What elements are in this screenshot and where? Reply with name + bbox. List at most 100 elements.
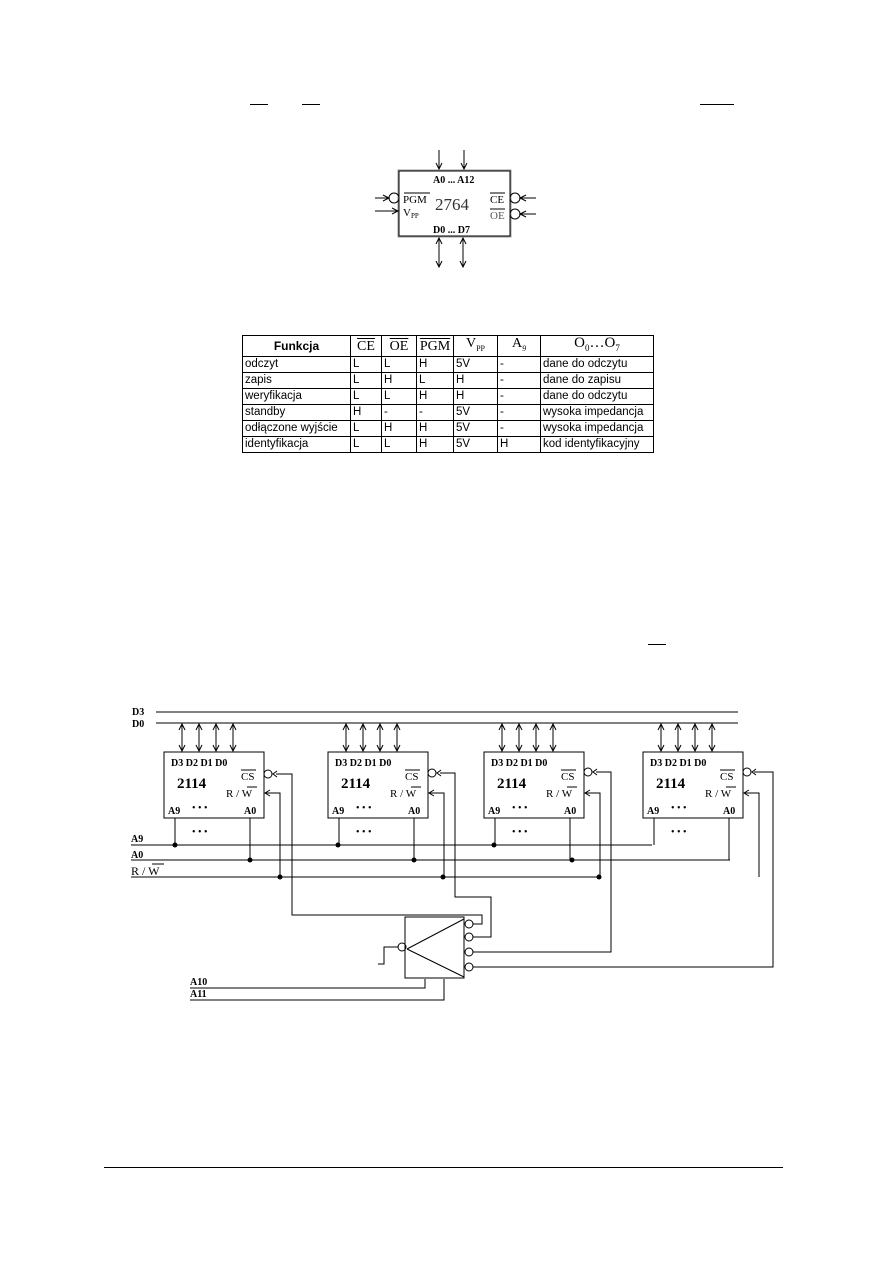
arrow-icon [691,722,699,731]
arrow-icon [229,744,237,753]
arrow-icon [376,722,384,731]
rw-w: W [721,788,732,800]
arrow-icon [751,768,757,776]
arrow-icon [342,744,350,753]
bus-label-a0: A0 [131,850,143,861]
chip-rw-pin: R / W [546,788,573,800]
eprom-oe-pin: OE [490,210,505,222]
rw-w: W [406,788,417,800]
header-oe: OE [381,335,417,357]
arrow-icon [532,722,540,731]
table-row: standby H - - 5V - wysoka impedancja [242,404,654,421]
eprom-function-table: Funkcja CE OE PGM VPP A9 O0…O7 odczyt L … [242,335,654,453]
arrow-icon [436,769,442,777]
arrow-icon [359,744,367,753]
arrow-icon [212,744,220,753]
chip-a0-pin: A0 [564,806,576,817]
bus-label-a9: A9 [131,834,143,845]
arrow-icon [393,744,401,753]
chip-a0-pin: A0 [723,806,735,817]
chip-data-pins: D3 D2 D1 D0 [171,758,227,769]
chip-dots: • • • [512,803,528,814]
table-row: odczyt L L H 5V - dane do odczytu [242,356,654,373]
eprom-address-pins: A0 ... A12 [433,175,474,186]
ram-2114-chip [642,751,744,819]
arrow-icon [691,744,699,753]
chip-data-pins: D3 D2 D1 D0 [491,758,547,769]
header-a9: A9 [497,335,541,357]
arrow-icon [515,744,523,753]
header-ce: CE [350,335,382,357]
ram-2114-chip [483,751,585,819]
rw-r: R / [226,788,242,800]
table-row: identyfikacja L L H 5V H kod identyfikac… [242,436,654,453]
chip-data-pins: D3 D2 D1 D0 [650,758,706,769]
chip-a9-pin: A9 [647,806,659,817]
chip-part-number: 2114 [341,776,371,792]
arrow-icon [195,744,203,753]
arrow-icon [229,722,237,731]
arrow-icon [264,789,271,797]
bus-label-d3: D3 [132,707,144,718]
arrow-icon [584,789,591,797]
arrow-icon [592,768,598,776]
chip-rw-pin: R / W [705,788,732,800]
arrow-icon [498,722,506,731]
rw-w: W [562,788,573,800]
overline-fragment [700,104,734,105]
chip-dots: • • • [356,803,372,814]
arrow-icon [549,722,557,731]
arrow-icon [532,744,540,753]
arrow-icon [428,789,435,797]
arrow-icon [708,722,716,731]
chip-a0-pin: A0 [244,806,256,817]
overline-fragment [648,644,666,645]
cs-bubble [742,767,752,777]
arrow-icon [674,744,682,753]
header-pgm: PGM [416,335,454,357]
eprom-pgm-pin: PGM [403,194,427,206]
table-header-row: Funkcja CE OE PGM VPP A9 O0…O7 [242,335,654,357]
chip-cs-pin: CS [561,771,574,783]
cell: H [497,436,541,453]
cell: dane do odczytu [540,388,654,405]
chip-data-pins: D3 D2 D1 D0 [335,758,391,769]
chip-rw-pin: R / W [226,788,253,800]
chip-dots: • • • [671,803,687,814]
chip-cs-pin: CS [241,771,254,783]
bus-label-a11: A11 [190,989,207,1000]
arrow-icon [657,744,665,753]
cs-bubble [263,769,273,779]
cs-bubble [583,767,593,777]
arrow-icon [195,722,203,731]
chip-part-number: 2114 [497,776,527,792]
cell: odczyt [242,356,351,373]
rw-line [744,792,760,877]
chip-rw-pin: R / W [390,788,417,800]
chip-a9-pin: A9 [332,806,344,817]
arrow-icon [657,722,665,731]
rw-r: R / [705,788,721,800]
arrow-icon [272,770,278,778]
chip-part-number: 2114 [656,776,686,792]
cell: 5V [453,436,498,453]
rw-line [429,792,445,877]
rw-r: R / [546,788,562,800]
cell: 5V [453,404,498,421]
address-dots: • • • [671,827,687,838]
chip-a9-pin: A9 [488,806,500,817]
arrow-icon [178,722,186,731]
chip-dots: • • • [192,803,208,814]
cs-bubble [427,768,437,778]
arrow-icon [393,722,401,731]
eprom-ce-pin: CE [490,194,504,206]
chip-cs-pin: CS [720,771,733,783]
arrow-icon [743,789,750,797]
ram-2114-chip [327,751,429,819]
bus-label-d0: D0 [132,719,144,730]
cell: identyfikacja [242,436,351,453]
rw-r: R / [390,788,406,800]
arrow-icon [178,744,186,753]
arrow-icon [359,722,367,731]
eprom-part-number: 2764 [435,195,470,214]
